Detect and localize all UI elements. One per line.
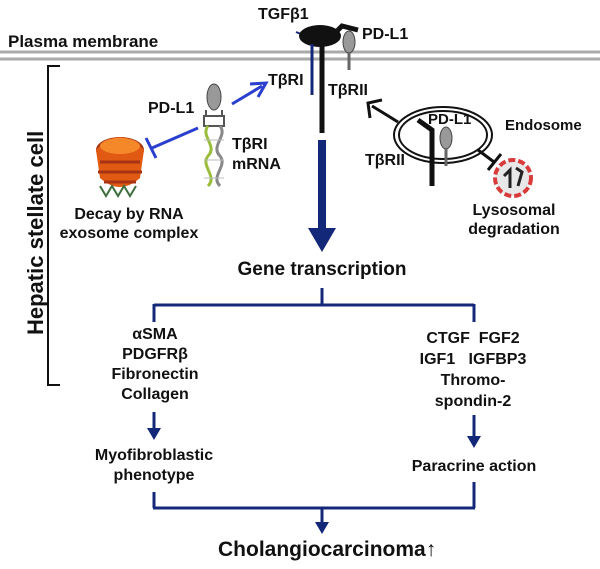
left-gene-3: Fibronectin <box>111 366 199 383</box>
left-gene-4: Collagen <box>121 386 189 403</box>
left-outcome-2: phenotype <box>113 467 195 484</box>
pdl1-left-label: PD-L1 <box>148 100 195 117</box>
hepatic-stellate-cell-label: Hepatic stellate cell <box>23 130 48 335</box>
cell-bracket <box>47 65 60 386</box>
branch-bracket <box>152 288 476 322</box>
membrane-label: Plasma membrane <box>8 32 159 51</box>
inhibition-decay <box>144 126 199 159</box>
final-outcome-label: Cholangiocarcinoma <box>218 538 426 561</box>
decay-label-1: Decay by RNA <box>74 206 184 223</box>
right-gene-2: IGF1 IGFBP3 <box>419 351 527 368</box>
right-gene-1: CTGF FGF2 <box>426 330 520 347</box>
tbrii-top-label: TβRII <box>328 82 368 99</box>
left-outcome-1: Myofibroblastic <box>94 447 214 464</box>
lysosome <box>493 158 533 198</box>
final-outcome: Cholangiocarcinoma↑ <box>218 538 436 562</box>
merge-bracket <box>152 482 476 534</box>
gene-transcription-label: Gene transcription <box>237 259 407 280</box>
left-gene-2: PDGFRβ <box>122 346 188 363</box>
right-gene-4: spondin-2 <box>434 393 512 410</box>
pdl1-top-label: PD-L1 <box>362 26 409 43</box>
tbri-mrna-label-2: mRNA <box>232 156 281 173</box>
tbri-mrna-label-1: TβRI <box>232 136 268 153</box>
up-arrow-icon: ↑ <box>425 538 437 561</box>
decay-label-2: exosome complex <box>59 225 199 242</box>
pdl1-membrane <box>342 30 356 70</box>
lysosome-label-1: Lysosomal <box>472 202 556 219</box>
plasma-membrane <box>0 50 600 61</box>
left-arrow <box>147 412 161 440</box>
pdl1-endosome-label: PD-L1 <box>428 111 472 128</box>
endosome-label: Endosome <box>505 117 582 134</box>
activation-arrow <box>231 81 269 106</box>
right-gene-3: Thromo- <box>440 372 506 389</box>
recycling-arrow <box>366 98 399 124</box>
left-gene-1: αSMA <box>132 326 178 343</box>
pdl1-mrna-complex <box>203 83 225 188</box>
right-outcome: Paracrine action <box>411 458 537 475</box>
endosome <box>393 106 493 186</box>
main-arrow <box>308 140 336 252</box>
right-arrow <box>467 415 481 448</box>
tbri-top-label: TβRI <box>268 72 304 89</box>
exosome-complex <box>96 137 144 198</box>
inhibition-lysosome <box>477 148 503 171</box>
tbrii-endosome-label: TβRII <box>365 152 405 169</box>
tgfb1-label: TGFβ1 <box>258 6 309 23</box>
lysosome-label-2: degradation <box>468 221 560 238</box>
receptor-complex <box>295 23 359 133</box>
